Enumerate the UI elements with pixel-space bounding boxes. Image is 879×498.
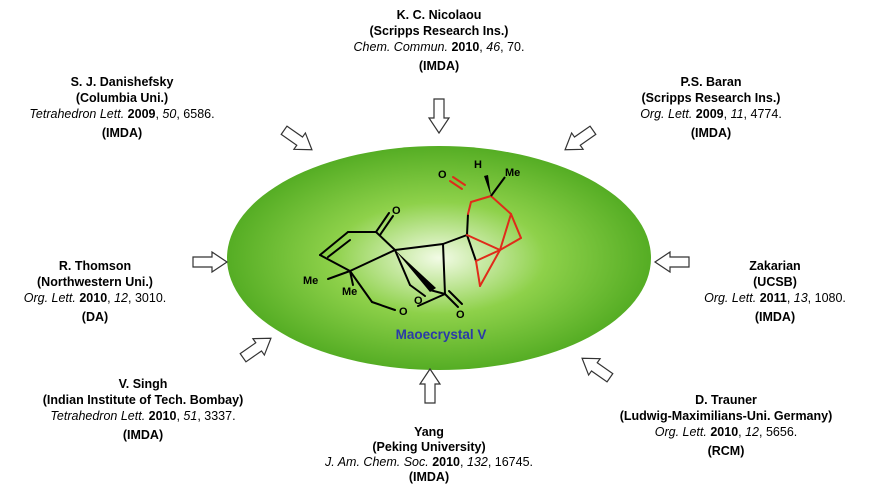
arrow-from-nicolaou (427, 98, 451, 135)
molecule-name: Maoecrystal V (395, 327, 487, 342)
reference-nicolaou: K. C. Nicolaou (Scripps Research Ins.) C… (354, 7, 525, 74)
citation: Tetrahedron Lett. 2009, 50, 6586. (29, 107, 215, 121)
institution: (Peking University) (372, 440, 486, 454)
arrow-from-trauner (581, 357, 614, 383)
arrow-from-yang (418, 367, 442, 404)
arrow-from-danishefsky (280, 125, 313, 151)
atom-me-left: Me (303, 275, 318, 287)
institution: (Ludwig-Maximilians-Uni. Germany) (619, 409, 833, 423)
reference-zakarian: Zakarian (UCSB) Org. Lett. 2011, 13, 108… (704, 258, 846, 325)
hashed-hydrogen-bond (484, 175, 491, 196)
institution: (Scripps Research Ins.) (641, 91, 781, 105)
method: (DA) (81, 310, 109, 324)
methyl-bond (490, 176, 506, 197)
method: (IMDA) (101, 126, 143, 140)
wedge-bond (395, 250, 436, 292)
method: (IMDA) (754, 310, 796, 324)
author-name: P.S. Baran (680, 75, 742, 89)
citation: Org. Lett. 2010, 12, 5656. (654, 425, 798, 439)
method: (IMDA) (418, 59, 460, 73)
arrow-from-zakarian (653, 250, 690, 274)
reference-thomson: R. Thomson (Northwestern Uni.) Org. Lett… (24, 258, 167, 325)
atom-me-bottom: Me (342, 286, 357, 298)
reference-singh: V. Singh (Indian Institute of Tech. Bomb… (43, 376, 243, 443)
reference-yang: Yang (Peking University) J. Am. Chem. So… (325, 425, 533, 485)
citation: J. Am. Chem. Soc. 2010, 132, 16745. (324, 455, 534, 469)
atom-o-lactone-ring: O (399, 306, 408, 318)
reference-trauner: D. Trauner (Ludwig-Maximilians-Uni. Germ… (620, 392, 833, 459)
author-name: Zakarian (749, 259, 801, 273)
atom-o-lactone-carbonyl: O (456, 309, 465, 321)
institution: (Indian Institute of Tech. Bombay) (42, 393, 244, 407)
arrow-from-baran (564, 125, 597, 151)
author-name: K. C. Nicolaou (396, 8, 482, 22)
arrow-from-singh (239, 337, 272, 363)
institution: (UCSB) (753, 275, 797, 289)
molecule-ellipse (227, 146, 651, 370)
arrow-from-thomson (192, 250, 229, 274)
author-name: D. Trauner (695, 393, 757, 407)
citation: Org. Lett. 2011, 13, 1080. (704, 291, 846, 305)
atom-o-ketone-right: O (438, 169, 447, 181)
atom-me-top: Me (505, 167, 520, 179)
molecule-bonds-red (449, 176, 522, 287)
citation: Chem. Commun. 2010, 46, 70. (353, 40, 525, 54)
reference-baran: P.S. Baran (Scripps Research Ins.) Org. … (640, 74, 782, 141)
method: (IMDA) (690, 126, 732, 140)
atom-h: H (474, 159, 482, 171)
institution: (Northwestern Uni.) (37, 275, 153, 289)
author-name: Yang (414, 425, 444, 439)
author-name: R. Thomson (58, 259, 132, 273)
citation: Org. Lett. 2010, 12, 3010. (23, 291, 167, 305)
arrows (192, 98, 690, 404)
author-name: V. Singh (118, 377, 168, 391)
method: (IMDA) (408, 470, 450, 484)
institution: (Scripps Research Ins.) (369, 24, 509, 38)
atom-o-ether: O (414, 295, 423, 307)
citation: Org. Lett. 2009, 11, 4774. (640, 107, 782, 121)
reference-danishefsky: S. J. Danishefsky (Columbia Uni.) Tetrah… (29, 74, 214, 141)
institution: (Columbia Uni.) (75, 91, 169, 105)
method: (RCM) (707, 444, 745, 458)
molecule-bonds-black (319, 212, 477, 311)
method: (IMDA) (122, 428, 164, 442)
atom-o-ketone-left: O (392, 205, 401, 217)
citation: Tetrahedron Lett. 2010, 51, 3337. (50, 409, 236, 423)
author-name: S. J. Danishefsky (70, 75, 174, 89)
